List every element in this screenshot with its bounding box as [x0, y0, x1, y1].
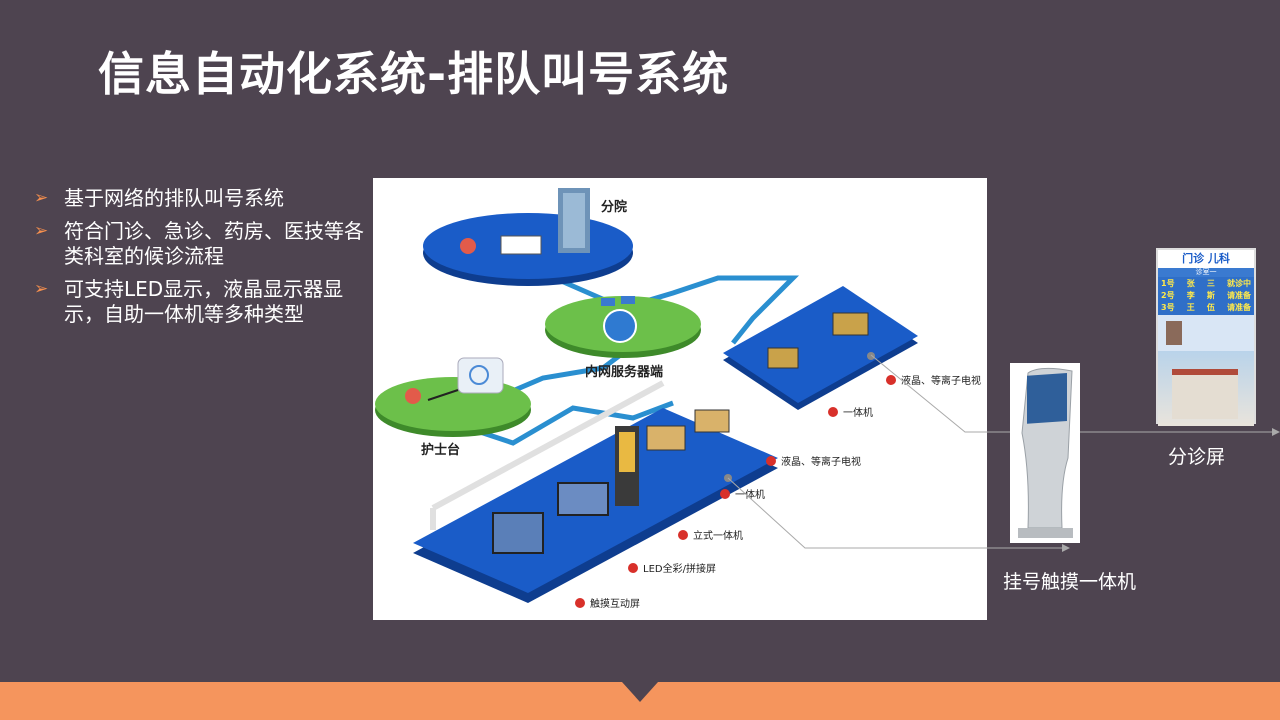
footer-notch-icon: [622, 682, 658, 702]
server-monitor-icon: [621, 296, 635, 304]
queue-number: 1号: [1161, 279, 1175, 288]
lcd-label-lower: 液晶、等离子电视: [781, 455, 861, 468]
standing-kiosk-screen: [619, 432, 635, 472]
touch-label: 触摸互动屏: [590, 597, 640, 610]
kiosk-caption: 挂号触摸一体机: [1003, 571, 1137, 593]
aio-label-upper: 一体机: [843, 406, 873, 419]
arrow-bullet-icon: ➢: [34, 279, 49, 299]
marker-icon: [720, 489, 730, 499]
slide-title: 信息自动化系统-排队叫号系统: [98, 47, 730, 101]
queue-name: 张: [1186, 279, 1195, 288]
magnifier-icon: [469, 365, 489, 385]
queue-status: 请准备: [1227, 303, 1251, 312]
queue-name: 王: [1186, 303, 1195, 312]
server-monitor-icon: [601, 298, 615, 306]
bullet-text: 符合门诊、急诊、药房、医技等各类科室的候诊流程: [64, 219, 364, 268]
bullet-text: 可支持LED显示，液晶显示器显示，自助一体机等多种类型: [64, 277, 344, 326]
queue-name: 伍: [1206, 303, 1215, 312]
queue-status: 就诊中: [1227, 279, 1251, 288]
nurse-avatar-icon: [405, 388, 421, 404]
screen-queue-list: 1号 张 三 就诊中 2号 李 斯 请准备 3号 王 伍 请准备: [1158, 277, 1254, 315]
network-diagram-svg: 分院 内网服务器端 护士台: [375, 188, 981, 610]
queue-row: 1号 张 三 就诊中: [1161, 278, 1251, 290]
bullet-item: ➢ 基于网络的排队叫号系统: [34, 186, 374, 211]
led-label: LED全彩/拼接屏: [643, 562, 716, 575]
led-screen-icon: [557, 482, 609, 516]
building-icon: [1172, 369, 1238, 419]
kiosk-screen: [1027, 373, 1067, 424]
network-line: [507, 351, 625, 396]
connector-dot: [867, 352, 875, 360]
bullet-text: 基于网络的排队叫号系统: [64, 186, 284, 210]
stand-label: 立式一体机: [693, 529, 743, 542]
marker-icon: [766, 456, 776, 466]
queue-name: 三: [1206, 279, 1215, 288]
globe-icon: [603, 309, 637, 343]
arrow-head-icon: [1272, 428, 1280, 436]
hospital-photo: [1158, 351, 1254, 426]
queue-name: 斯: [1206, 291, 1215, 300]
doctor-photo-icon: [1166, 321, 1182, 345]
server-label: 内网服务器端: [585, 364, 663, 380]
lcd-label-upper: 液晶、等离子电视: [901, 374, 981, 387]
doctor-panel: [1158, 315, 1254, 351]
queue-status: 请准备: [1227, 291, 1251, 300]
arrow-head-icon: [1062, 544, 1070, 552]
user-avatar-icon: [460, 238, 476, 254]
hospital-building-windows: [563, 193, 585, 248]
queue-row: 2号 李 斯 请准备: [1161, 290, 1251, 302]
bullet-list: ➢ 基于网络的排队叫号系统 ➢ 符合门诊、急诊、药房、医技等各类科室的候诊流程 …: [34, 186, 374, 335]
nurse-label: 护士台: [421, 442, 460, 458]
tv-icon: [832, 312, 869, 336]
branch-monitor-icon: [500, 235, 542, 255]
queue-name: 李: [1186, 291, 1195, 300]
marker-icon: [575, 598, 585, 608]
lcd-tv-icon: [694, 409, 730, 433]
arrow-bullet-icon: ➢: [34, 188, 49, 208]
kiosk-icon: [1018, 367, 1073, 538]
screen-room: 诊室一: [1158, 268, 1254, 277]
platform-walls: [430, 380, 665, 530]
network-diagram: 分院 内网服务器端 护士台: [373, 178, 987, 620]
registration-kiosk-image: [1010, 363, 1080, 543]
search-monitor-icon: [457, 357, 504, 394]
screen-caption: 分诊屏: [1168, 446, 1226, 468]
triage-screen-image: 门诊 儿科 诊室一 1号 张 三 就诊中 2号 李 斯 请准备 3号 王 伍 请…: [1156, 248, 1256, 426]
arrow-icon: [427, 389, 459, 401]
screen-header: 门诊 儿科: [1158, 250, 1254, 268]
branch-label: 分院: [601, 199, 627, 215]
marker-icon: [828, 407, 838, 417]
touch-screen-icon: [492, 512, 544, 554]
queue-number: 2号: [1161, 291, 1175, 300]
marker-icon: [678, 530, 688, 540]
marker-icon: [628, 563, 638, 573]
bullet-item: ➢ 符合门诊、急诊、药房、医技等各类科室的候诊流程: [34, 219, 374, 269]
device-labels: 液晶、等离子电视 一体机 液晶、等离子电视 一体机 立式一体机 LED全彩/拼接…: [575, 374, 981, 610]
upper-platform: [723, 286, 918, 403]
queue-row: 3号 王 伍 请准备: [1161, 302, 1251, 314]
bullet-item: ➢ 可支持LED显示，液晶显示器显示，自助一体机等多种类型: [34, 277, 374, 327]
connector-line: [727, 477, 1068, 549]
marker-icon: [886, 375, 896, 385]
queue-number: 3号: [1161, 303, 1175, 312]
connector-line: [870, 354, 1278, 433]
arrow-bullet-icon: ➢: [34, 221, 49, 241]
network-line: [452, 400, 674, 446]
tv-icon: [767, 347, 799, 369]
all-in-one-icon: [646, 425, 686, 451]
